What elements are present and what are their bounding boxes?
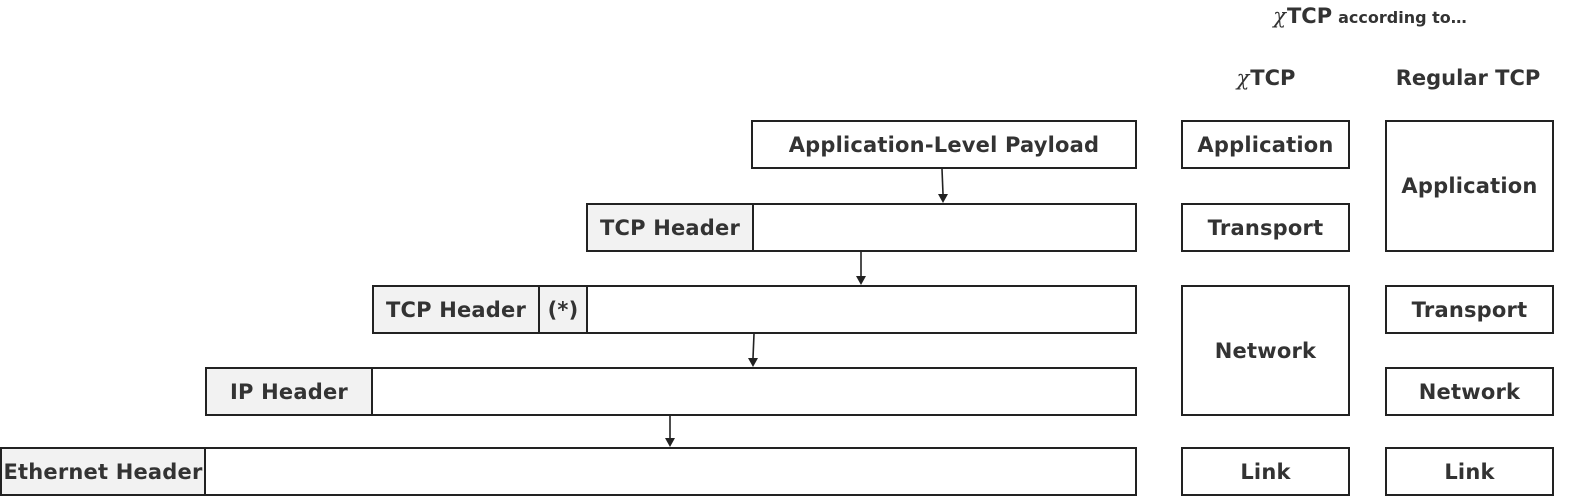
- xtcp-transport-layer: Transport: [1181, 203, 1350, 252]
- xtcp-transport-label: Transport: [1207, 215, 1324, 240]
- outer-tcp-header-label: TCP Header: [385, 297, 527, 322]
- tcp-header-box: TCP Header: [586, 203, 754, 252]
- xtcp-application-label: Application: [1197, 132, 1334, 157]
- xtcp-link-label: Link: [1240, 459, 1291, 484]
- regular-network-label: Network: [1418, 379, 1521, 404]
- tcp-text: TCP: [1286, 4, 1333, 28]
- ethernet-header-label: Ethernet Header: [3, 459, 203, 484]
- application-payload-box: Application-Level Payload: [751, 120, 1137, 169]
- regular-network-layer: Network: [1385, 367, 1554, 416]
- ip-header-box: IP Header: [205, 367, 373, 416]
- tcp-text: TCP: [1250, 66, 1296, 90]
- payload-label: Application-Level Payload: [788, 132, 1100, 157]
- ip-payload-box: [371, 367, 1137, 416]
- ethernet-payload-box: [204, 447, 1137, 496]
- arrow-tcp-to-outer-tcp: [856, 252, 866, 285]
- ethernet-header-box: Ethernet Header: [0, 447, 206, 496]
- regular-transport-label: Transport: [1411, 297, 1528, 322]
- regular-tcp-text: Regular TCP: [1395, 66, 1541, 90]
- arrow-payload-to-tcp: [938, 168, 948, 203]
- outer-tcp-payload-box: [586, 285, 1137, 334]
- regular-transport-layer: Transport: [1385, 285, 1554, 334]
- tcp-header-label: TCP Header: [599, 215, 741, 240]
- xtcp-application-layer: Application: [1181, 120, 1350, 169]
- regular-tcp-column-heading: Regular TCP: [1380, 66, 1556, 96]
- star-marker-box: (*): [538, 285, 588, 334]
- arrow-ip-to-ethernet: [665, 416, 675, 447]
- xtcp-network-layer: Network: [1181, 285, 1350, 416]
- regular-link-label: Link: [1444, 459, 1495, 484]
- arrow-outer-tcp-to-ip: [748, 333, 758, 367]
- regular-application-layer: Application: [1385, 120, 1554, 252]
- chi-symbol: χ: [1273, 4, 1286, 28]
- xtcp-network-label: Network: [1214, 338, 1317, 363]
- regular-link-layer: Link: [1385, 447, 1554, 496]
- according-to-text: according to…: [1338, 8, 1467, 27]
- star-marker-label: (*): [547, 297, 579, 322]
- xtcp-link-layer: Link: [1181, 447, 1350, 496]
- regular-application-label: Application: [1401, 174, 1538, 198]
- chi-symbol: χ: [1236, 66, 1250, 90]
- outer-tcp-header-box: TCP Header: [372, 285, 540, 334]
- tcp-segment-payload-box: [752, 203, 1137, 252]
- ip-header-label: IP Header: [230, 379, 348, 404]
